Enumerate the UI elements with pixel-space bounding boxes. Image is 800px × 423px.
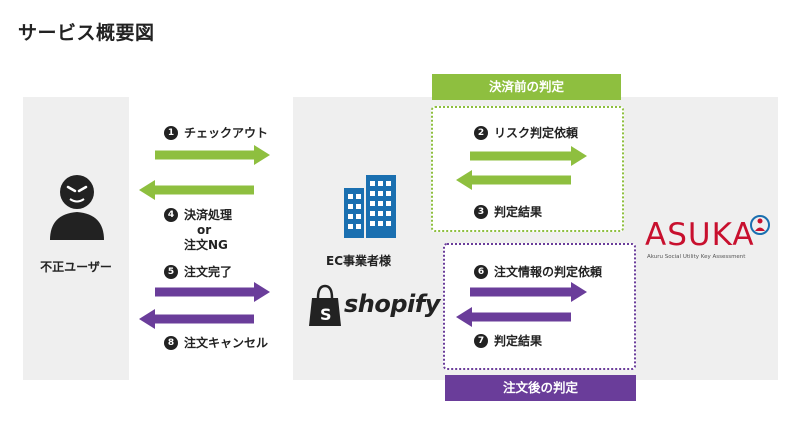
arrow-order-info-request [470, 282, 587, 302]
step-8-text: 注文キャンセル [184, 336, 269, 350]
step-number: 8 [164, 335, 178, 350]
step-6-text: 注文情報の判定依頼 [494, 265, 603, 279]
step-6: 6 注文情報の判定依頼 [474, 263, 602, 280]
arrow-risk-request [470, 146, 587, 166]
step-4: 4 決済処理 or 注文NG [164, 206, 264, 253]
step-4-line3: 注文NG [184, 238, 228, 252]
arrow-payment-result [139, 180, 254, 200]
step-4-line2: or [197, 223, 212, 237]
asuka-logo: ASUKA [645, 217, 755, 253]
step-number: 4 [164, 207, 178, 222]
step-1: 1 チェックアウト [164, 124, 268, 141]
step-number: 7 [474, 333, 488, 348]
step-4-line1: 決済処理 [184, 208, 233, 222]
shopify-bag-icon: S [309, 284, 341, 326]
pre-payment-banner: 決済前の判定 [432, 74, 621, 100]
asuka-person-icon [750, 215, 770, 235]
step-number: 6 [474, 264, 488, 279]
step-number: 2 [474, 125, 488, 140]
step-7-text: 判定結果 [494, 334, 543, 348]
fraud-user-label: 不正ユーザー [40, 260, 112, 274]
arrow-order-cancel [139, 309, 254, 329]
step-5-text: 注文完了 [184, 265, 233, 279]
step-number: 1 [164, 125, 178, 140]
step-8: 8 注文キャンセル [164, 334, 268, 351]
step-number: 5 [164, 264, 178, 279]
post-order-box [443, 243, 636, 370]
page-title: サービス概要図 [18, 22, 155, 44]
step-7: 7 判定結果 [474, 332, 542, 349]
arrow-judgment-result-2 [456, 307, 571, 327]
arrow-order-complete [155, 282, 270, 302]
step-2-text: リスク判定依頼 [494, 126, 579, 140]
step-5: 5 注文完了 [164, 263, 232, 280]
post-order-banner: 注文後の判定 [445, 375, 636, 401]
step-2: 2 リスク判定依頼 [474, 124, 578, 141]
asuka-tagline: Akuru Social Utility Key Assessment [647, 254, 746, 260]
step-1-text: チェックアウト [184, 126, 269, 140]
step-number: 3 [474, 204, 488, 219]
svg-text:S: S [320, 305, 332, 324]
arrow-judgment-result-1 [456, 170, 571, 190]
arrow-checkout [155, 145, 270, 165]
step-3: 3 判定結果 [474, 203, 542, 220]
building-icon [344, 175, 396, 238]
ec-merchant-label: EC事業者様 [326, 254, 392, 268]
shopify-logo-text: shopify [344, 290, 440, 318]
step-3-text: 判定結果 [494, 205, 543, 219]
user-icon [50, 175, 104, 240]
pre-payment-box [431, 106, 624, 232]
